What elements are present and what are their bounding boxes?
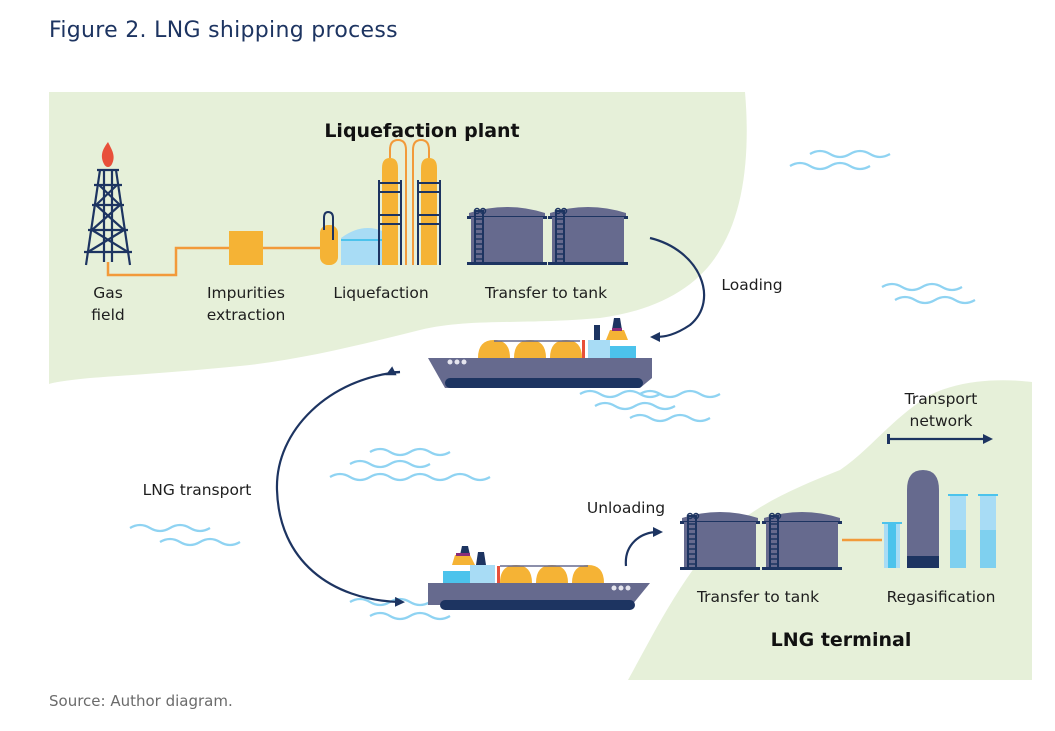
terminal-transfer-to-tank-label: Transfer to tank bbox=[696, 588, 819, 606]
loading-arrow bbox=[649, 236, 706, 342]
lng-ship-loading-icon bbox=[428, 318, 652, 388]
plant-storage-tank-icon bbox=[547, 206, 629, 266]
plant-storage-tank-icon bbox=[466, 206, 548, 266]
terminal-storage-tank-icon bbox=[679, 511, 761, 571]
loading-label: Loading bbox=[721, 276, 782, 294]
gas-field-label-line1: Gas bbox=[93, 284, 123, 302]
transport-network-label-line1: Transport bbox=[904, 390, 978, 408]
regasification-label: Regasification bbox=[887, 588, 996, 606]
impurities-extraction-label-line1: Impurities bbox=[207, 284, 285, 302]
figure-title: Figure 2. LNG shipping process bbox=[49, 18, 398, 43]
gas-field-label-line2: field bbox=[91, 306, 124, 324]
figure-source: Source: Author diagram. bbox=[49, 692, 233, 710]
unloading-label: Unloading bbox=[587, 499, 665, 517]
lng-ship-unloading-icon bbox=[428, 546, 650, 610]
liquefaction-plant-heading: Liquefaction plant bbox=[324, 120, 519, 142]
impurities-extraction-label-line2: extraction bbox=[207, 306, 286, 324]
plant-transfer-to-tank-label: Transfer to tank bbox=[484, 284, 607, 302]
transport-network-label-line2: network bbox=[910, 412, 973, 430]
terminal-storage-tank-icon bbox=[761, 511, 843, 571]
lng-transport-arrow bbox=[275, 370, 405, 607]
unloading-arrow bbox=[624, 527, 663, 567]
regasification-unit-icon bbox=[882, 470, 998, 568]
lng-terminal-heading: LNG terminal bbox=[771, 629, 912, 651]
impurities-extraction-unit-icon bbox=[229, 231, 263, 265]
pipe-gasfield-impurities bbox=[106, 246, 230, 277]
liquefaction-unit-icon bbox=[320, 138, 441, 265]
gas-derrick-icon bbox=[84, 142, 132, 266]
liquefaction-label: Liquefaction bbox=[333, 284, 428, 302]
lng-transport-label: LNG transport bbox=[143, 481, 252, 499]
